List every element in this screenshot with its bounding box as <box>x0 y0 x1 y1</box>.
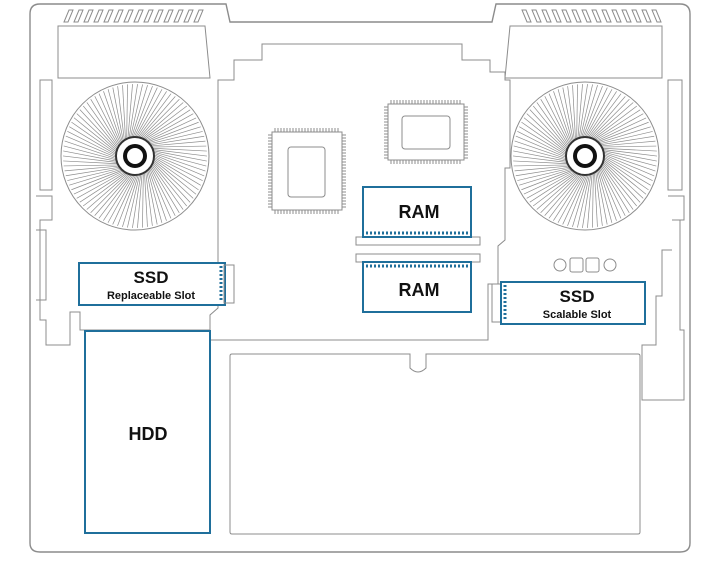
right-fan-housing <box>504 25 663 79</box>
right-vent-icon <box>521 9 662 23</box>
port-cluster-icon <box>553 257 617 273</box>
right-side-frame <box>641 79 685 401</box>
hdd-label: HDD <box>129 424 168 444</box>
left-side-frame <box>36 79 211 346</box>
gpu-chip-icon <box>384 100 468 164</box>
left-fan-housing <box>57 25 211 79</box>
left-side-bracket <box>36 229 47 301</box>
ram-module-top[interactable]: RAM <box>362 186 472 238</box>
ram-top-label: RAM <box>399 202 440 222</box>
left-vent-icon <box>63 9 204 23</box>
right-fan-icon <box>510 81 660 231</box>
ssd-replaceable-subtitle: Replaceable Slot <box>107 290 195 302</box>
ram-slot-bracket-top <box>355 236 481 246</box>
ram-bottom-label: RAM <box>399 280 440 300</box>
left-fan-icon <box>60 81 210 231</box>
ssd-scalable-slot[interactable]: SSD Scalable Slot <box>491 281 646 325</box>
cpu-chip-icon <box>268 128 346 214</box>
ram-slot-bracket-bottom <box>355 253 481 263</box>
ram-module-bottom[interactable]: RAM <box>362 261 472 313</box>
ssd-scalable-subtitle: Scalable Slot <box>543 309 612 321</box>
ssd-replaceable-slot[interactable]: SSD Replaceable Slot <box>78 262 235 306</box>
chassis-outline <box>29 3 691 553</box>
motherboard-outline <box>209 43 511 341</box>
right-side-bracket <box>672 219 681 320</box>
ssd-scalable-title: SSD <box>560 287 595 306</box>
hdd-bay[interactable]: HDD <box>84 330 211 534</box>
ssd-replaceable-title: SSD <box>134 268 169 287</box>
battery-compartment <box>229 353 641 535</box>
